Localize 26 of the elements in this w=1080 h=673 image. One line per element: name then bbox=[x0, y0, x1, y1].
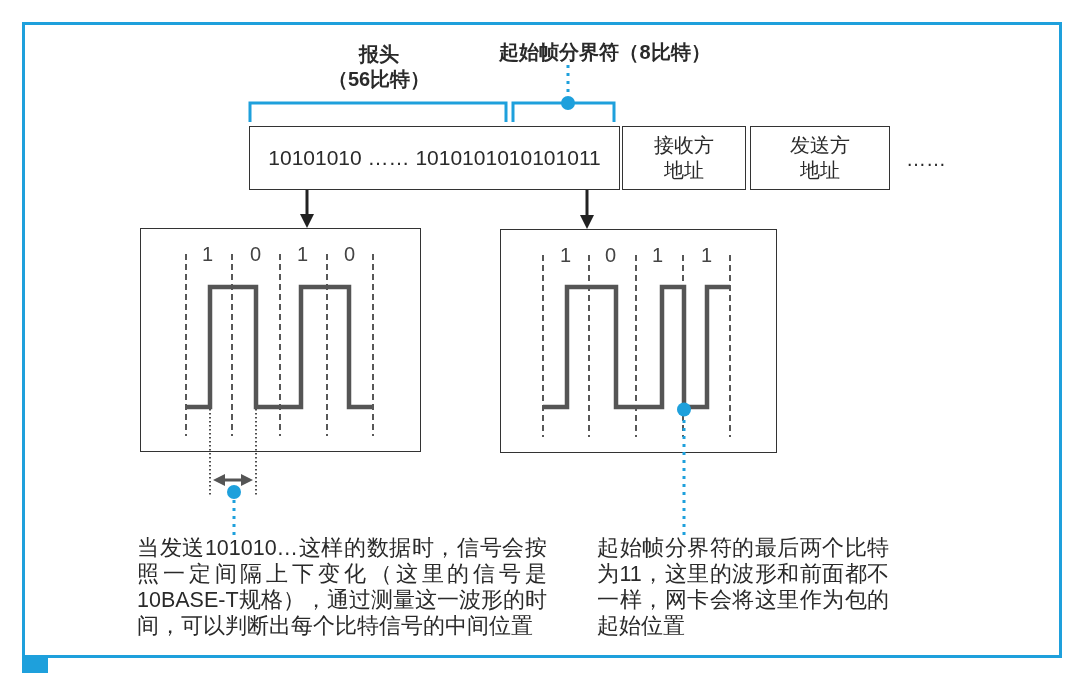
bracket-label: 报头（56比特） bbox=[326, 42, 432, 92]
bit-value: 1 bbox=[559, 242, 572, 268]
leader-line bbox=[677, 402, 691, 535]
address-field-box bbox=[622, 126, 746, 190]
arrow bbox=[300, 190, 314, 228]
bit-value: 0 bbox=[343, 241, 356, 267]
bit-value: 1 bbox=[296, 241, 309, 267]
annotation-text: 起始帧分界符的最后两个比特为11，这里的波形和前面都不一样，网卡会将这里作为包的起始位置 bbox=[597, 535, 889, 639]
field-label: 发送方地址 bbox=[789, 133, 851, 183]
address-field-box bbox=[750, 126, 890, 190]
waveform-panel bbox=[140, 228, 421, 452]
arrow bbox=[580, 190, 594, 229]
annotation-text: 当发送101010…这样的数据时，信号会按照一定间隔上下变化（这里的信号是10BASE-T规格），通过测量这一波形的时间，可以判断出每个比特信号的中间位置 bbox=[137, 535, 547, 639]
ellipsis-label: …… bbox=[906, 147, 946, 172]
bit-value: 1 bbox=[201, 241, 214, 267]
waveform-panel bbox=[500, 229, 777, 453]
bit-value: 1 bbox=[651, 242, 664, 268]
bit-value: 1 bbox=[700, 242, 713, 268]
field-label: 接收方地址 bbox=[653, 133, 715, 183]
bracket-label: 起始帧分界符（8比特） bbox=[499, 39, 711, 65]
frame-field-box bbox=[249, 126, 620, 190]
bit-sequence: 10101010 …… 1010101010101011 bbox=[268, 144, 601, 171]
leader-line bbox=[227, 485, 241, 535]
leader-line bbox=[561, 65, 575, 110]
bit-value: 0 bbox=[249, 241, 262, 267]
bit-value: 0 bbox=[604, 242, 617, 268]
